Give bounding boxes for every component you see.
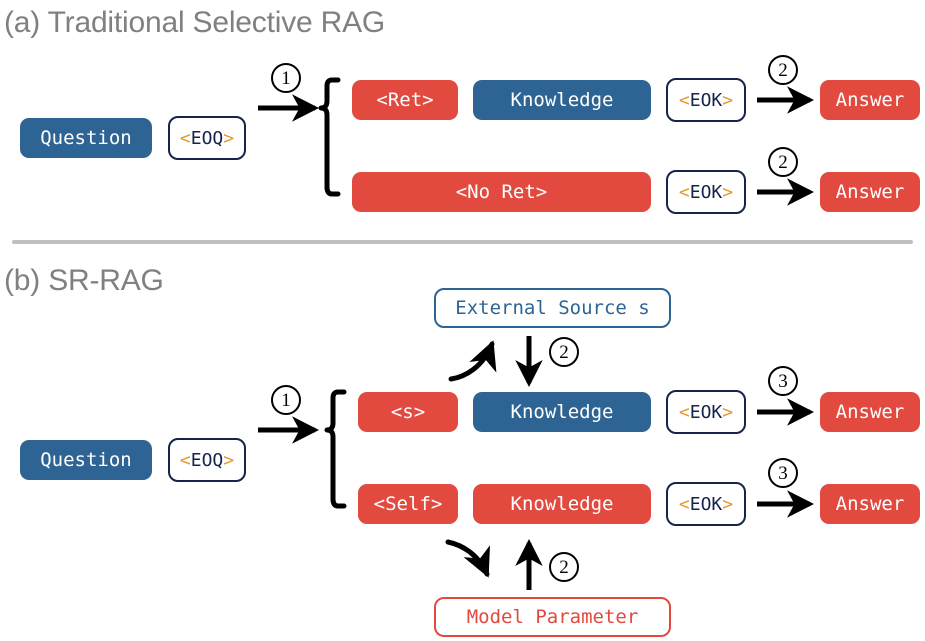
- panel-b-eoq-box: <EOQ>: [168, 438, 246, 482]
- panel-a-row1-answer: Answer: [820, 80, 920, 120]
- panel-b-row1-eok-box: <EOK>: [666, 390, 746, 434]
- panel-a-row1-step-badge: 2: [768, 55, 798, 85]
- angle-open: <: [179, 449, 191, 471]
- angle-close: >: [722, 89, 734, 111]
- panel-b-row2-answer: Answer: [820, 484, 920, 524]
- panel-b-row2-step-badge: 3: [768, 458, 798, 488]
- panel-b-row2-knowledge: Knowledge: [473, 484, 651, 524]
- angle-open: <: [678, 181, 690, 203]
- panel-b-external-source-box: External Source s: [434, 288, 671, 328]
- panel-a-row2-eok-box: <EOK>: [666, 170, 746, 214]
- panel-b-row1-step-badge: 3: [768, 366, 798, 396]
- angle-close: >: [722, 493, 734, 515]
- angle-close: >: [722, 181, 734, 203]
- panel-b-external-step-badge: 2: [549, 337, 579, 367]
- panel-b-eoq-label: EOQ: [190, 449, 224, 471]
- panel-a-row1-eok-box: <EOK>: [666, 78, 746, 122]
- panel-b-row2-eok-label: EOK: [689, 493, 723, 515]
- angle-open: <: [179, 127, 191, 149]
- panel-a-eoq-label: EOQ: [190, 127, 224, 149]
- panel-b-question-box: Question: [20, 440, 152, 480]
- angle-close: >: [223, 127, 235, 149]
- panel-a-step-1-badge: 1: [271, 63, 301, 93]
- panel-b-title: (b) SR-RAG: [4, 264, 164, 297]
- angle-close: >: [223, 449, 235, 471]
- panel-b-row2-eok-box: <EOK>: [666, 482, 746, 526]
- panel-a-question-box: Question: [20, 118, 152, 158]
- panel-b-row1-eok-label: EOK: [689, 401, 723, 423]
- panel-b-step-1-badge: 1: [271, 385, 301, 415]
- panel-b-internal-step-badge: 2: [549, 552, 579, 582]
- panel-b-brace-icon: [324, 389, 347, 509]
- panel-a-title: (a) Traditional Selective RAG: [4, 6, 386, 39]
- panel-a-row1-eok-label: EOK: [689, 89, 723, 111]
- panel-b-row1-knowledge: Knowledge: [473, 392, 651, 432]
- panel-b-row1-token-s: <s>: [358, 392, 458, 432]
- panel-a-brace-icon: [318, 77, 341, 197]
- panel-a-row2-step-badge: 2: [768, 147, 798, 177]
- panel-b-curve-down-arrow-icon: [445, 539, 490, 578]
- panel-b-row1-answer: Answer: [820, 392, 920, 432]
- panel-a-row1-token-ret: <Ret>: [352, 80, 458, 120]
- angle-open: <: [678, 493, 690, 515]
- panel-b-curve-up-arrow-icon: [448, 340, 497, 382]
- panel-a-row2-token-noret: <No Ret>: [352, 172, 651, 212]
- angle-open: <: [678, 89, 690, 111]
- panel-a-row1-knowledge: Knowledge: [473, 80, 651, 120]
- angle-close: >: [722, 401, 734, 423]
- panel-a-row2-answer: Answer: [820, 172, 920, 212]
- panel-b-model-parameter-box: Model Parameter: [434, 597, 671, 637]
- panel-a-row2-eok-label: EOK: [689, 181, 723, 203]
- panel-b-row2-token-self: <Self>: [358, 484, 458, 524]
- angle-open: <: [678, 401, 690, 423]
- panel-a-eoq-box: <EOQ>: [168, 116, 246, 160]
- panel-divider: [12, 240, 913, 244]
